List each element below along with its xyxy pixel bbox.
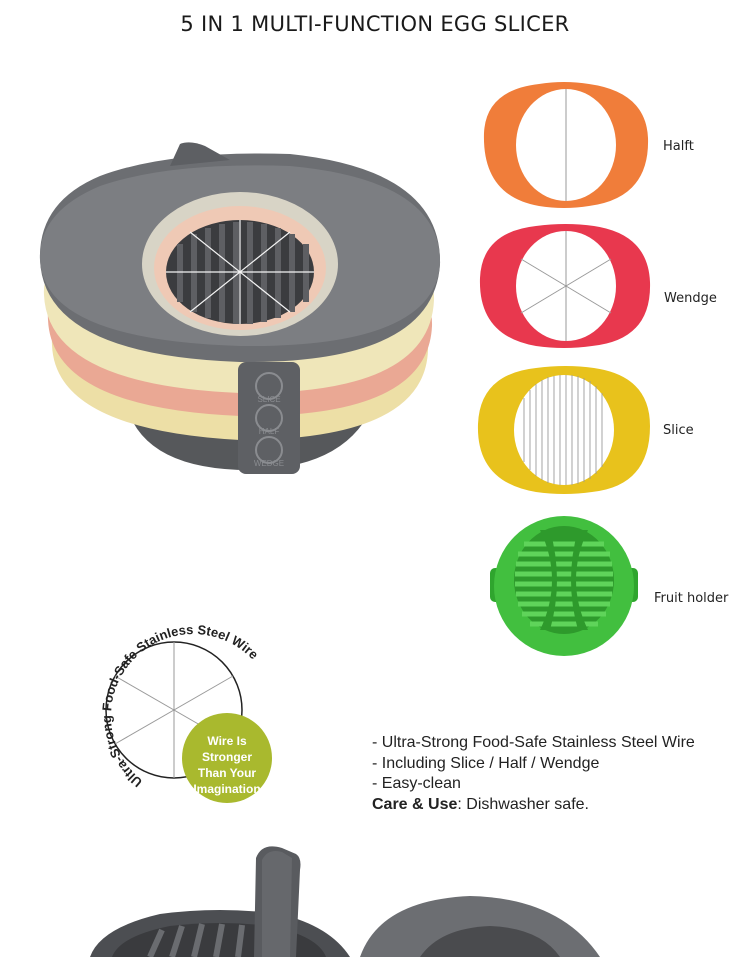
page-title: 5 IN 1 MULTI-FUNCTION EGG SLICER bbox=[180, 12, 570, 36]
bubble-line-2: Stronger bbox=[202, 750, 252, 764]
wire-strength-badge: Ultra-Strong Food-Safe Stainless Steel W… bbox=[99, 622, 272, 803]
bottom-product-photos bbox=[90, 846, 600, 957]
bubble-line-3: Than Your bbox=[198, 766, 257, 780]
part-label-fruit-holder: Fruit holder bbox=[654, 591, 729, 606]
part-label-wedge: Wendge bbox=[664, 291, 717, 306]
care-text: : Dishwasher safe. bbox=[457, 795, 589, 813]
bubble-line-1: Wire Is bbox=[207, 734, 247, 748]
feature-item: - Easy-clean bbox=[372, 775, 461, 792]
bracket-label-wedge: WEDGE bbox=[254, 459, 284, 468]
part-label-slice: Slice bbox=[663, 423, 694, 438]
bracket-label-half: HALF bbox=[259, 427, 280, 436]
bubble-line-4: Imagination bbox=[193, 782, 260, 796]
wedge-blade-frame bbox=[479, 224, 651, 348]
care-and-use: Care & Use: Dishwasher safe. bbox=[372, 795, 695, 816]
egg-slicer-stack-illustration: SLICE HALF WEDGE bbox=[39, 142, 441, 474]
feature-list: - Ultra-Strong Food-Safe Stainless Steel… bbox=[372, 733, 695, 815]
care-label: Care & Use bbox=[372, 795, 458, 813]
bracket-label-slice: SLICE bbox=[257, 395, 280, 404]
feature-item: - Ultra-Strong Food-Safe Stainless Steel… bbox=[372, 734, 695, 751]
fruit-holder-illustration bbox=[490, 516, 638, 656]
feature-item: - Including Slice / Half / Wendge bbox=[372, 754, 600, 772]
half-blade-frame bbox=[483, 82, 649, 208]
part-label-half: Halft bbox=[663, 139, 694, 154]
slice-blade-frame bbox=[477, 366, 650, 494]
